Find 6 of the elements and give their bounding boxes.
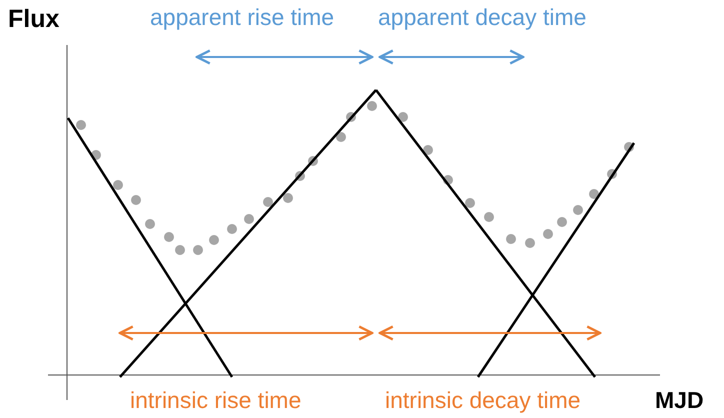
axis-label: Flux: [8, 7, 60, 32]
axis-label: MJD: [655, 389, 704, 412]
dimension-label: apparent decay time: [378, 6, 586, 29]
dimension-label: apparent rise time: [150, 6, 334, 29]
dimension-label: intrinsic rise time: [130, 389, 302, 412]
dimension-label: intrinsic decay time: [385, 389, 581, 412]
